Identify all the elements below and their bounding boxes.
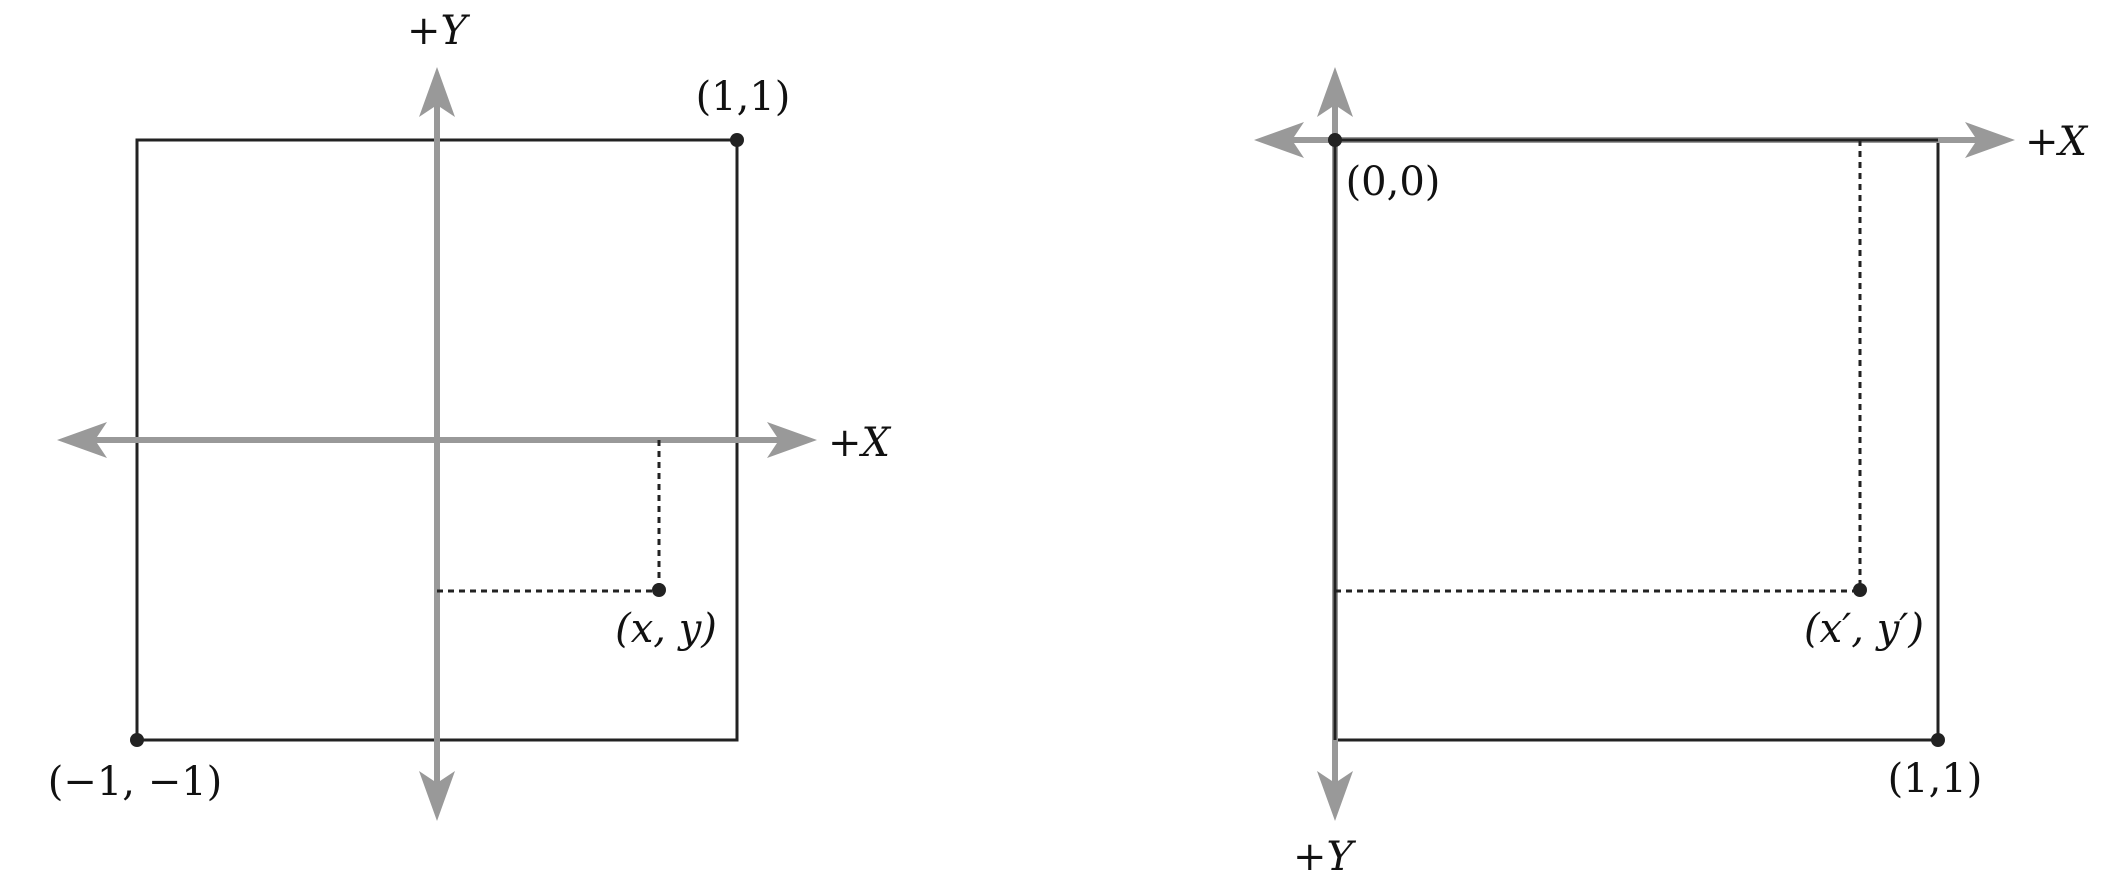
left-diagram: +Y +X (1,1) (−1, −1) (x, y) [48,8,892,821]
left-corner-point [130,733,144,747]
right-y-axis-label: +Y [1293,834,1357,880]
left-corner-point [730,133,744,147]
right-corner-label: (1,1) [1888,756,1983,802]
right-origin-label: (0,0) [1346,159,1441,205]
left-y-axis-label: +Y [407,8,471,54]
right-sample-point [1853,583,1867,597]
right-diagram: +X +Y (0,0) (1,1) (x′, y′) [1254,67,2089,880]
right-origin-point [1328,133,1342,147]
right-corner-point [1931,733,1945,747]
left-point-label: (x, y) [615,606,717,652]
left-sample-point [652,583,666,597]
left-corner-label: (1,1) [696,74,791,120]
right-point-label: (x′, y′) [1804,606,1924,652]
right-x-axis-label: +X [2025,119,2089,165]
left-corner-label: (−1, −1) [48,759,223,805]
left-x-axis-label: +X [828,420,892,466]
